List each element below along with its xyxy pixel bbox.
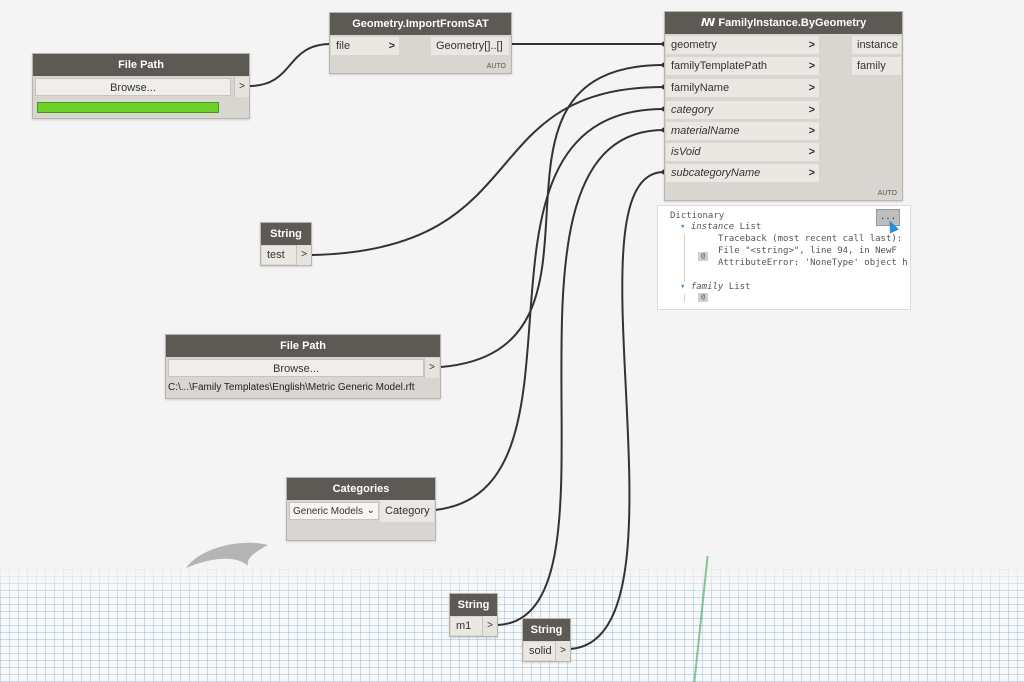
string-value: test — [267, 249, 285, 261]
wire-filepath-to-import — [248, 43, 332, 87]
input-port-is-void[interactable]: isVoid > — [666, 143, 819, 161]
input-port-category[interactable]: category > — [666, 101, 819, 119]
node-title: ꟿ FamilyInstance.ByGeometry — [665, 12, 902, 34]
port-label: geometry — [671, 39, 717, 51]
pin-icon: ... — [879, 212, 897, 222]
output-port-family[interactable]: family — [852, 57, 901, 75]
node-title: Geometry.ImportFromSAT — [330, 13, 511, 35]
port-label: category — [671, 104, 714, 116]
port-arrow: > — [388, 40, 395, 52]
port-arrow: > — [808, 82, 815, 94]
import-from-sat-node[interactable]: Geometry.ImportFromSAT file > Geometry[]… — [329, 12, 512, 74]
preview-instance-row[interactable]: ▾ instance List — [680, 222, 761, 232]
node-preview-bubble[interactable]: Dictionary ... ▾ instance List Traceback… — [657, 205, 911, 310]
port-label: isVoid — [671, 146, 701, 158]
string-value-field[interactable]: solid — [524, 642, 555, 660]
input-port-material-name[interactable]: materialName > — [666, 122, 819, 140]
output-port[interactable]: > — [482, 616, 497, 636]
preview-root-label: Dictionary — [670, 211, 725, 221]
node-title: File Path — [33, 54, 249, 76]
preview-family-row[interactable]: ▾ family List — [680, 282, 750, 292]
wire-filepath2-to-template — [440, 64, 665, 368]
port-arrow: > — [808, 167, 815, 179]
pin-button[interactable]: ... — [876, 209, 900, 226]
port-label: subcategoryName — [671, 167, 761, 179]
lacing-icon: ꟿ — [700, 17, 716, 29]
output-port[interactable]: > — [296, 245, 311, 265]
port-label: file — [336, 40, 351, 52]
file-path-value: C:\...\Family Templates\English\Metric G… — [168, 382, 415, 393]
node-title: String — [523, 619, 570, 641]
port-label: familyName — [671, 82, 730, 94]
tree-line — [684, 294, 685, 302]
output-port[interactable]: > — [234, 77, 249, 97]
node-title: String — [450, 594, 497, 616]
node-title-text: FamilyInstance.ByGeometry — [718, 17, 867, 29]
input-port-geometry[interactable]: geometry > — [666, 36, 819, 54]
wire-category-to-category — [434, 108, 665, 511]
tree-line — [684, 234, 685, 282]
lacing-label: AUTO — [877, 190, 897, 197]
categories-node[interactable]: Categories Generic Models ⌄ Category — [286, 477, 436, 541]
browse-button[interactable]: Browse... — [168, 359, 424, 377]
port-label: materialName — [671, 125, 740, 137]
wire-test-to-familyname — [311, 86, 665, 256]
preview-key: family — [690, 282, 724, 292]
file-path-node-2[interactable]: File Path Browse... > C:\...\Family Temp… — [165, 334, 441, 399]
port-label: Geometry[]..[] — [436, 40, 503, 52]
string-value: solid — [529, 645, 552, 657]
port-label: Category — [385, 505, 430, 517]
wire-m1-to-material — [496, 129, 665, 626]
input-port-family-name[interactable]: familyName > — [666, 79, 819, 97]
port-arrow: > — [808, 104, 815, 116]
output-port-instance[interactable]: instance — [852, 36, 901, 54]
string-node-m1[interactable]: String m1 > — [449, 593, 498, 637]
port-label: familyTemplatePath — [671, 60, 767, 72]
preview-type: List — [739, 222, 762, 232]
expand-icon[interactable]: ▾ — [680, 222, 686, 232]
port-label: instance — [857, 39, 898, 51]
output-port[interactable]: > — [555, 641, 570, 661]
preview-type: List — [728, 282, 751, 292]
traceback-line-2: File "<string>", line 94, in NewF — [718, 246, 897, 256]
output-port-category[interactable]: Category — [380, 500, 434, 522]
input-port-subcategory-name[interactable]: subcategoryName > — [666, 164, 819, 182]
port-label: family — [857, 60, 886, 72]
input-port-family-template-path[interactable]: familyTemplatePath > — [666, 57, 819, 75]
port-arrow: > — [808, 146, 815, 158]
lacing-label: AUTO — [486, 63, 506, 70]
dropdown-value: Generic Models — [293, 506, 364, 517]
chevron-down-icon: ⌄ — [366, 505, 375, 516]
traceback-line-1: Traceback (most recent call last): — [718, 234, 903, 244]
expand-icon[interactable]: ▾ — [680, 282, 686, 292]
string-value-field[interactable]: test — [262, 246, 296, 264]
browse-button[interactable]: Browse... — [35, 78, 231, 96]
node-title: Categories — [287, 478, 435, 500]
string-node-test[interactable]: String test > — [260, 222, 312, 266]
list-index: @ — [698, 252, 709, 261]
port-arrow: > — [808, 39, 815, 51]
background-grid — [0, 560, 1024, 682]
preview-key: instance — [690, 222, 735, 232]
port-arrow: > — [808, 125, 815, 137]
output-port[interactable]: > — [424, 358, 439, 378]
input-port-file[interactable]: file > — [331, 37, 399, 55]
string-value-field[interactable]: m1 — [451, 617, 482, 635]
family-instance-by-geometry-node[interactable]: ꟿ FamilyInstance.ByGeometry geometry > fa… — [664, 11, 903, 201]
category-dropdown[interactable]: Generic Models ⌄ — [289, 502, 379, 520]
node-title: String — [261, 223, 311, 245]
file-path-node-1[interactable]: File Path Browse... > — [32, 53, 250, 119]
string-node-solid[interactable]: String solid > — [522, 618, 571, 662]
node-title: File Path — [166, 335, 440, 357]
output-port-geometry[interactable]: Geometry[]..[] — [431, 37, 509, 55]
port-arrow: > — [808, 60, 815, 72]
list-index: @ — [698, 293, 709, 302]
string-value: m1 — [456, 620, 472, 632]
traceback-line-3: AttributeError: 'NoneType' object h — [718, 258, 908, 268]
progress-bar — [37, 102, 219, 113]
